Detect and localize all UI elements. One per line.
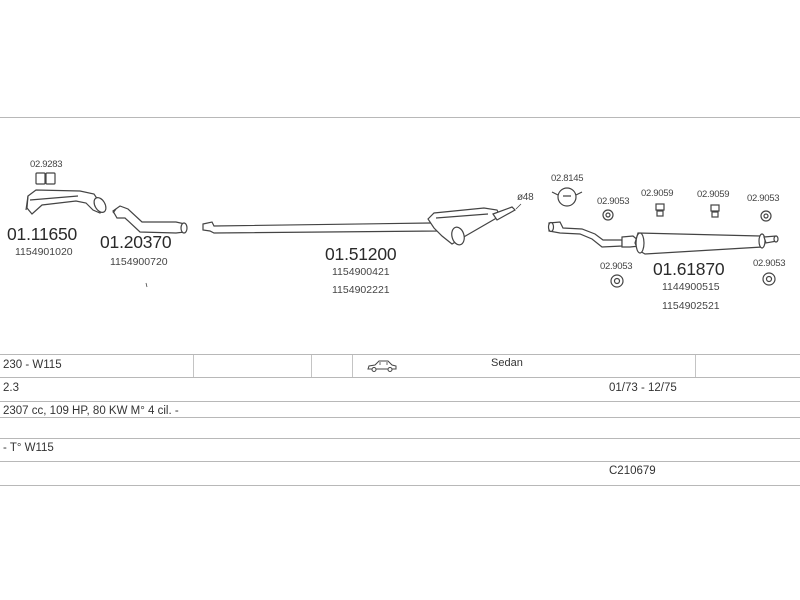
table-rule <box>0 401 800 402</box>
oe-number-label: 1144900515 <box>662 281 720 293</box>
part-ref-label: 02.9053 <box>597 196 630 207</box>
table-divider <box>311 355 312 377</box>
oe-number-label: 1154902521 <box>662 300 720 312</box>
tick-mark <box>145 282 148 288</box>
front-pipe-drawing <box>25 189 107 215</box>
part-ref-label: 02.9059 <box>641 188 674 199</box>
table-rule <box>0 417 800 418</box>
gasket-icon <box>35 172 56 185</box>
part-ref-label: 02.9059 <box>697 189 730 200</box>
middle-silencer-drawing <box>202 206 516 246</box>
table-rule <box>0 354 800 355</box>
part-ref-label: 02.9053 <box>600 261 633 272</box>
oe-number-label: 1154900720 <box>110 256 168 268</box>
table-rule <box>0 438 800 439</box>
rubber-mount-icons <box>602 209 776 288</box>
part-ref-label: 02.8145 <box>551 173 584 184</box>
table-rule <box>0 485 800 486</box>
table-divider <box>193 355 194 377</box>
spec-cell: 2307 cc, 109 HP, 80 KW M° 4 cil. - <box>3 405 179 417</box>
oe-number-label: 1154901020 <box>15 246 73 258</box>
part-ref-label: 02.9053 <box>747 193 780 204</box>
model-cell: 230 - W115 <box>3 359 62 371</box>
part-number-label: 01.61870 <box>653 259 725 279</box>
part-ref-label: 02.9283 <box>30 159 63 170</box>
table-divider <box>352 355 353 377</box>
diagram-top-border <box>0 117 800 118</box>
table-divider <box>695 355 696 377</box>
chassis-cell: - T° W115 <box>3 442 54 454</box>
part-ref-label: 02.9053 <box>753 258 786 269</box>
table-rule <box>0 377 800 378</box>
rear-silencer-drawing <box>547 221 779 255</box>
catalog-code-cell: C210679 <box>609 465 656 477</box>
intermediate-pipe-drawing <box>112 205 188 234</box>
oe-number-label: 1154900421 <box>332 266 390 278</box>
body-type-cell: Sedan <box>491 357 523 369</box>
sedan-car-icon <box>367 360 397 372</box>
diameter-pointer <box>515 203 522 210</box>
part-number-label: 01.51200 <box>325 244 397 264</box>
oe-number-label: 1154902221 <box>332 284 390 296</box>
engine-cell: 2.3 <box>3 382 19 394</box>
table-rule <box>0 461 800 462</box>
years-cell: 01/73 - 12/75 <box>609 382 677 394</box>
diameter-label: ø48 <box>517 192 534 203</box>
part-number-label: 01.11650 <box>7 224 78 244</box>
hanger-icons <box>655 203 720 218</box>
part-number-label: 01.20370 <box>100 232 172 252</box>
clamp-icon <box>551 187 583 207</box>
